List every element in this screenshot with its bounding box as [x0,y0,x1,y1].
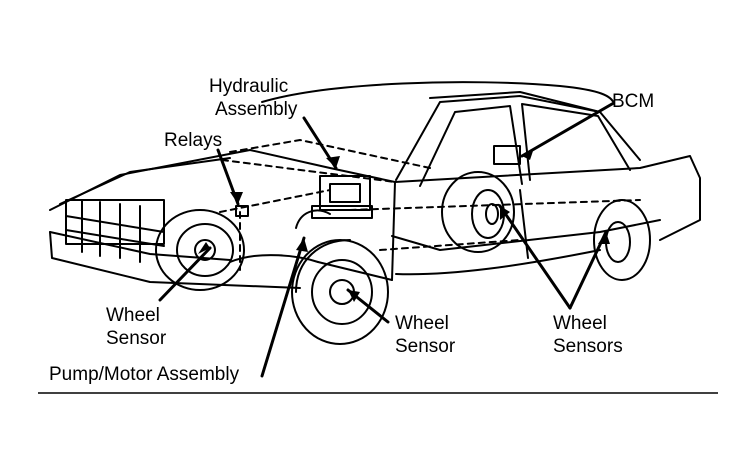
pump-arrow [260,236,306,378]
front-bumper [49,231,301,289]
car-windshield [395,95,641,181]
bcm-label: BCM [612,91,655,112]
relay-box [235,205,249,217]
rear-sensor-arrow-b [568,230,608,310]
front-sensor-arrow [158,246,212,302]
hydraulic-assembly-label-line1: Hydraulic [209,76,289,97]
front-grille [65,199,165,245]
front-right-wheel [291,239,389,345]
rear-wheel-sensors-label-line2: Sensors [553,336,623,357]
car-body-side [394,155,701,241]
front-wheel-sensor-label-line2: Sensor [106,328,167,349]
hydraulic-assembly-shape [295,175,373,229]
brake-line-route [219,139,641,213]
front-wheel-sensor-label-line1: Wheel [106,305,160,326]
car-roof [261,81,615,105]
rear-wheel-sensors-label-line1: Wheel [553,313,607,334]
mid-wheel-sensor-label-line2: Sensor [395,336,456,357]
relays-label: Relays [164,130,223,151]
bcm-arrow [520,102,614,158]
pump-motor-assembly-label: Pump/Motor Assembly [49,364,240,385]
bcm-module [493,145,521,165]
mid-wheel-sensor-label-line1: Wheel [395,313,449,334]
front-left-wheel [155,209,245,291]
hydraulic-assembly-label-line2: Assembly [215,99,298,120]
rear-sensor-arrow-a [498,204,572,310]
